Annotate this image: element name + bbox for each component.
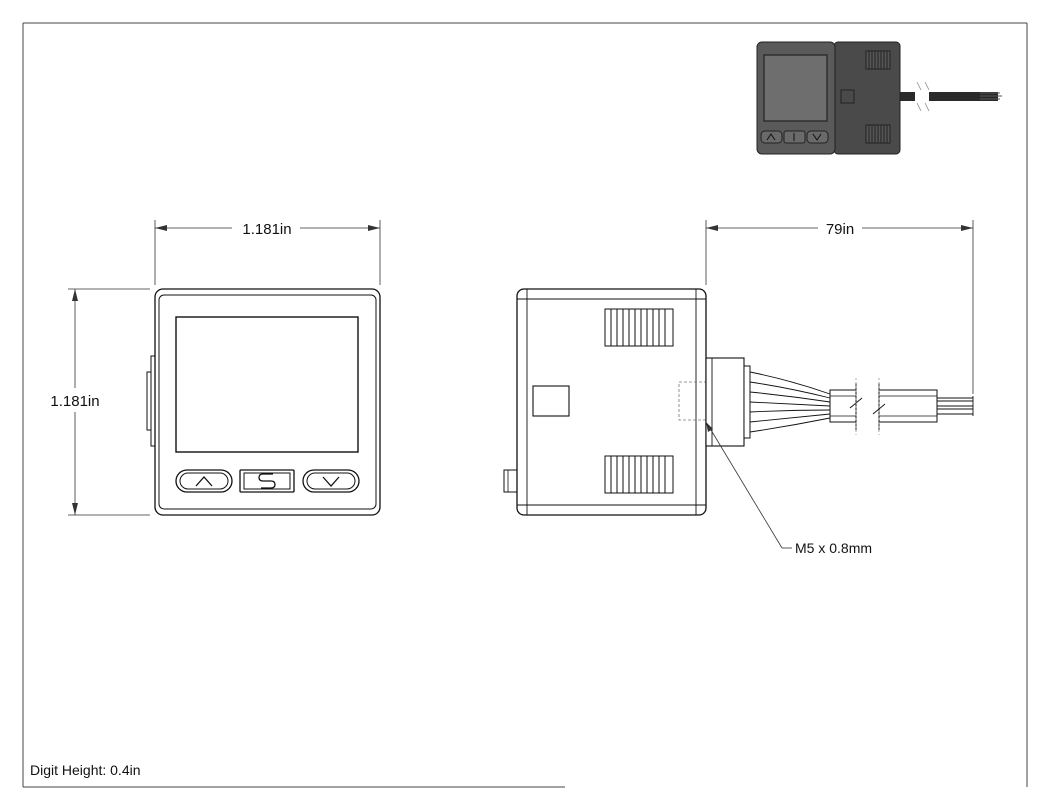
side-rear-stub — [503, 469, 518, 493]
dim-front-height — [68, 288, 150, 516]
side-view — [503, 288, 974, 516]
dim-front-width-label: 1.181in — [242, 221, 291, 238]
side-cable-break-dashes — [855, 378, 880, 435]
front-button-up — [175, 469, 233, 493]
side-vent-top — [604, 308, 674, 347]
side-wire-ends — [937, 396, 974, 416]
side-label-square — [532, 385, 570, 417]
digit-height-note: Digit Height: 0.4in — [30, 762, 141, 778]
preview-vent-bottom — [865, 124, 891, 144]
front-display-window — [175, 316, 359, 453]
side-cable-segment-2 — [878, 389, 938, 423]
dim-front-width — [154, 220, 381, 285]
set-letter-glyph — [258, 473, 276, 489]
device-preview-render — [756, 41, 1002, 155]
preview-cable — [898, 92, 998, 101]
sheet-border — [22, 22, 1028, 788]
preview-screen — [763, 54, 828, 122]
side-wire-fanout — [749, 371, 831, 433]
front-button-down — [302, 469, 360, 493]
preview-vent-top — [865, 50, 891, 70]
side-cable-segment-1 — [829, 389, 857, 423]
preview-button-down — [806, 130, 829, 144]
chevron-up-icon — [195, 476, 213, 487]
thread-callout-label: M5 x 0.8mm — [795, 540, 872, 556]
chevron-down-icon — [322, 476, 340, 487]
thread-callout-leader — [706, 422, 792, 549]
dim-cable-length-label: 79in — [826, 221, 854, 238]
preview-button-up — [760, 130, 783, 144]
front-button-set — [239, 469, 295, 493]
front-view — [146, 288, 381, 516]
preview-side-label — [840, 89, 855, 104]
front-bezel — [158, 294, 377, 510]
dim-cable-length — [705, 220, 974, 394]
side-vent-bottom — [604, 455, 674, 494]
dim-front-height-label: 1.181in — [50, 393, 99, 410]
